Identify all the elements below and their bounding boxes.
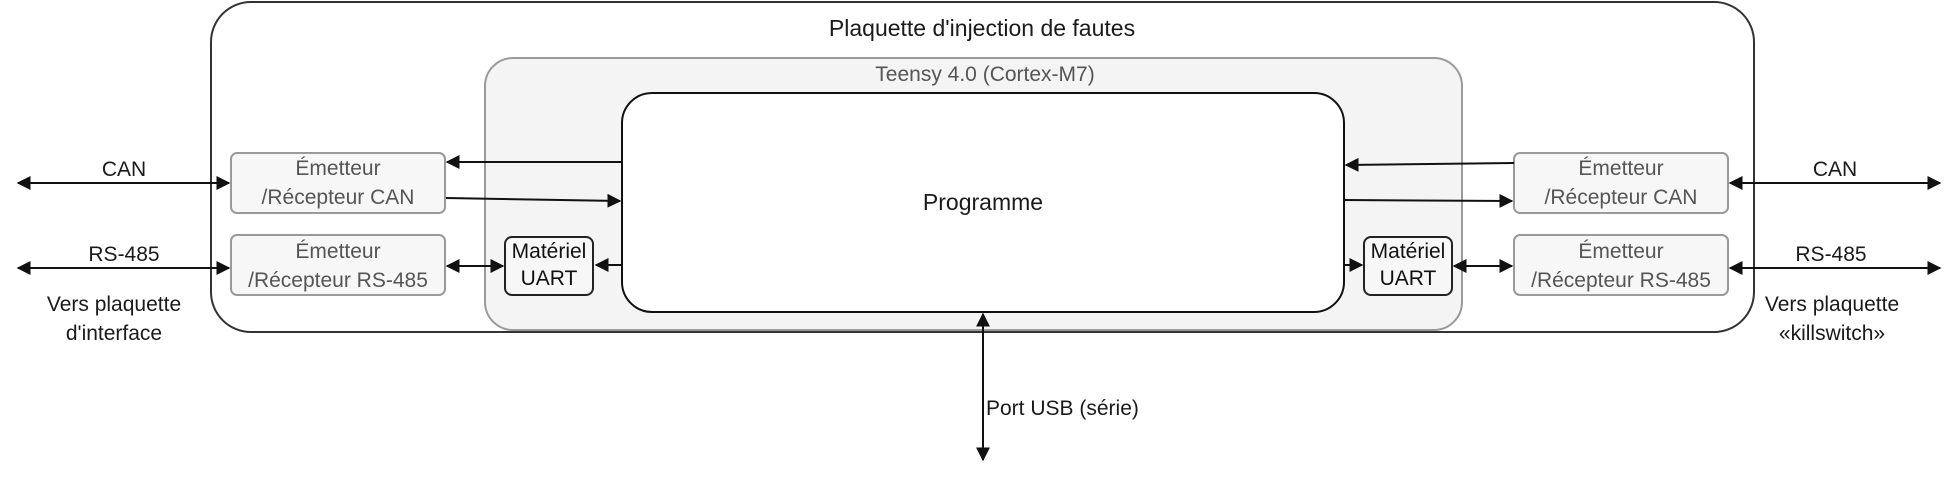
left-can-transceiver (230, 152, 446, 214)
left-rs485-transceiver-line2: /Récepteur RS-485 (248, 269, 428, 292)
right-destination-line2: «killswitch» (1779, 322, 1885, 345)
left-uart-line2: UART (521, 267, 578, 290)
right-destination-line1: Vers plaquette (1765, 293, 1899, 316)
right-rs485-transceiver-line1: Émetteur (1578, 240, 1663, 263)
left-can-tx-arrow (445, 193, 622, 208)
right-can-transceiver (1513, 152, 1729, 214)
right-uart-line1: Matériel (1371, 240, 1446, 263)
left-can-transceiver-line2: /Récepteur CAN (262, 186, 415, 209)
usb-port-label: Port USB (série) (986, 397, 1139, 420)
left-rs485-label: RS-485 (88, 243, 159, 266)
left-destination-line1: Vers plaquette (47, 293, 181, 316)
left-rs485-transceiver (230, 234, 446, 296)
right-can-transceiver-line1: Émetteur (1578, 157, 1663, 180)
left-destination-line2: d'interface (66, 322, 162, 345)
right-uart-line2: UART (1380, 267, 1437, 290)
left-uart-line1: Matériel (512, 240, 587, 263)
left-can-label: CAN (102, 158, 146, 181)
right-rs485-label: RS-485 (1795, 243, 1866, 266)
left-can-transceiver-line1: Émetteur (295, 157, 380, 180)
right-rs485-transceiver-line2: /Récepteur RS-485 (1531, 269, 1711, 292)
right-can-label: CAN (1813, 158, 1857, 181)
left-uart-block (504, 236, 594, 296)
right-uart-block (1363, 236, 1453, 296)
teensy-title: Teensy 4.0 (Cortex-M7) (875, 63, 1094, 86)
program-label: Programme (923, 189, 1043, 215)
program-block (621, 92, 1345, 313)
right-can-transceiver-line2: /Récepteur CAN (1545, 186, 1698, 209)
board-title: Plaquette d'injection de fautes (829, 15, 1135, 41)
right-can-tx-arrow (1343, 193, 1514, 208)
left-rs485-transceiver-line1: Émetteur (295, 240, 380, 263)
right-can-rx-arrow (1344, 157, 1515, 172)
right-rs485-transceiver (1513, 234, 1729, 296)
